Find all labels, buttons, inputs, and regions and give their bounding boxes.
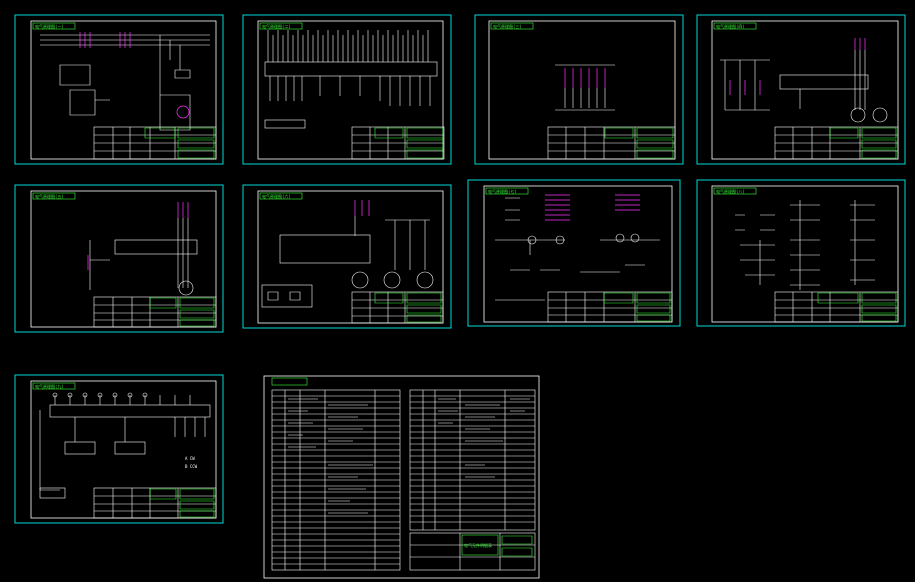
sheet-4[interactable]: 电气原理图(四)	[696, 14, 906, 165]
sheet-3-label: 电气原理图(三)	[493, 23, 522, 29]
sheet-9-label: 电气原理图(九)	[35, 383, 64, 389]
sheet-2-label: 电气原理图(二)	[262, 23, 291, 29]
sheet-8-label: 电气原理图(八)	[716, 188, 745, 194]
parts-list-sheet[interactable]: 电气元件明细表	[263, 375, 540, 579]
sheet-5[interactable]: 电气原理图(五)	[14, 184, 224, 333]
sheet-7[interactable]: 电气原理图(七)	[467, 179, 681, 327]
svg-text:B CCW: B CCW	[185, 464, 198, 469]
sheet-8[interactable]: 电气原理图(八)	[696, 179, 906, 327]
sheet-1[interactable]: 电气原理图(一)	[14, 14, 224, 165]
sheet-1-label: 电气原理图(一)	[35, 23, 64, 29]
sheet-9[interactable]: 电气原理图(九) A CW B CCW	[14, 374, 224, 524]
sheet-2[interactable]: 电气原理图(二)	[242, 14, 452, 165]
sheet-6-label: 电气原理图(六)	[262, 193, 291, 199]
sheet-7-label: 电气原理图(七)	[488, 188, 517, 194]
sheet-6[interactable]: 电气原理图(六)	[242, 184, 452, 329]
svg-text:A CW: A CW	[185, 456, 195, 461]
sheet-4-label: 电气原理图(四)	[716, 23, 745, 29]
parts-list-title: 电气元件明细表	[464, 542, 492, 548]
sheet-5-label: 电气原理图(五)	[35, 193, 64, 199]
sheet-3[interactable]: 电气原理图(三)	[474, 14, 684, 165]
